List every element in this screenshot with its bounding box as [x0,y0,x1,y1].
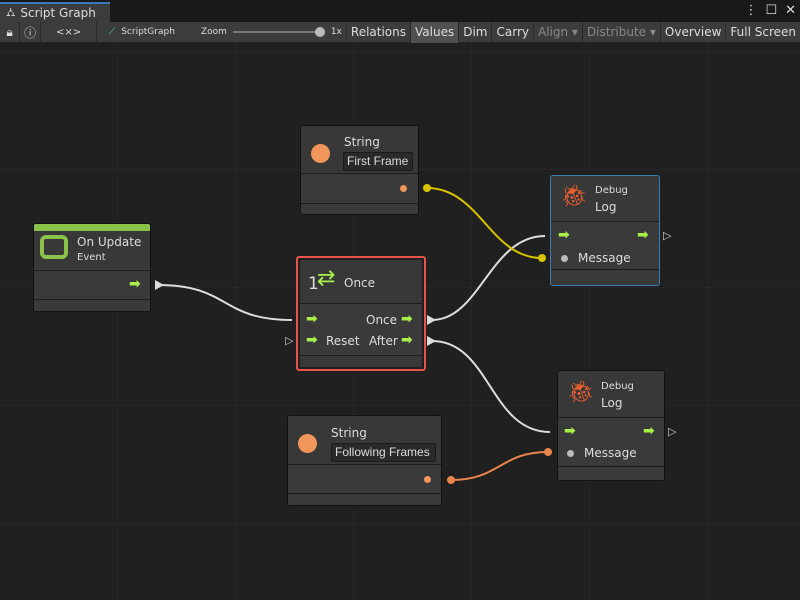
message-port[interactable] [561,255,568,262]
debug2-out-port[interactable]: ▷ [668,425,677,438]
graph-icon: ⟋ [108,27,116,37]
lock-icon[interactable]: 🔒︎ [0,21,21,43]
message-port[interactable] [567,450,574,457]
flow-in-icon[interactable]: ➡ [558,227,570,243]
string-node-following-frames[interactable]: String Following Frames [287,415,442,506]
tab-bar: ⛼Script Graph ⋮ ☐ ✕ [0,0,800,22]
once-node[interactable]: 1 ⇄ Once ➡ Once ➡ ➡ Reset After ➡ [296,256,426,371]
hierarchy-icon: ⛼ [6,5,16,19]
update-loop-icon [40,235,68,259]
flow-out-icon[interactable]: ➡ [643,423,655,439]
selector-button[interactable]: <×> [41,21,97,43]
carry-toggle[interactable]: Carry [492,21,534,43]
flow-in-icon[interactable]: ➡ [564,423,576,439]
flow-in-icon[interactable]: ➡ [306,311,318,327]
string-value-field[interactable]: First Frame [343,152,413,171]
string-out-port[interactable] [400,185,407,192]
distribute-dropdown[interactable]: Distribute ▾ [583,21,661,43]
bug-icon: 🐞︎ [567,380,595,405]
debug-log-node-2[interactable]: 🐞︎ Debug Log ➡ ➡ Message [557,370,665,481]
reset-in-port[interactable]: ▷ [285,334,294,347]
fullscreen-button[interactable]: Full Screen [730,25,796,39]
info-icon[interactable]: ⓘ [20,21,42,43]
string-out-port[interactable] [424,476,431,483]
values-toggle[interactable]: Values [411,21,460,43]
string-icon [311,144,330,163]
flow-in-icon[interactable]: ➡ [306,332,318,348]
align-dropdown[interactable]: Align ▾ [534,21,583,43]
once-out-port[interactable] [427,315,436,325]
breadcrumb: ⟋ScriptGraph Zoom 1x [97,21,347,43]
flow-out-icon[interactable]: ➡ [129,276,141,292]
after-out-port[interactable] [427,336,436,346]
more-icon[interactable]: ⋮ [744,3,758,18]
flow-out-icon[interactable]: ➡ [401,311,413,327]
on-update-node[interactable]: On Update Event ➡ [33,223,151,312]
dim-toggle[interactable]: Dim [459,21,493,43]
on-update-out-port[interactable] [155,280,164,290]
string-value-field[interactable]: Following Frames [331,443,436,462]
once-cycle-icon: ⇄ [317,266,336,291]
overview-button[interactable]: Overview [661,21,727,43]
flow-out-icon[interactable]: ➡ [637,227,649,243]
toolbar: 🔒︎ ⓘ <×> ⟋ScriptGraph Zoom 1x Relations … [0,21,800,43]
tab-script-graph[interactable]: ⛼Script Graph [0,2,110,22]
flow-out-icon[interactable]: ➡ [401,332,413,348]
graph-name[interactable]: ScriptGraph [121,27,175,37]
close-icon[interactable]: ✕ [785,3,796,18]
bug-icon: 🐞︎ [560,184,588,209]
string-node-first-frame[interactable]: String First Frame [300,125,419,215]
zoom-slider[interactable] [232,27,325,37]
string-icon [298,434,317,453]
debug-log-node-1[interactable]: 🐞︎ Debug Log ➡ ➡ Message [550,175,660,286]
debug1-out-port[interactable]: ▷ [663,229,672,242]
relations-toggle[interactable]: Relations [347,21,411,43]
maximize-icon[interactable]: ☐ [765,3,778,18]
